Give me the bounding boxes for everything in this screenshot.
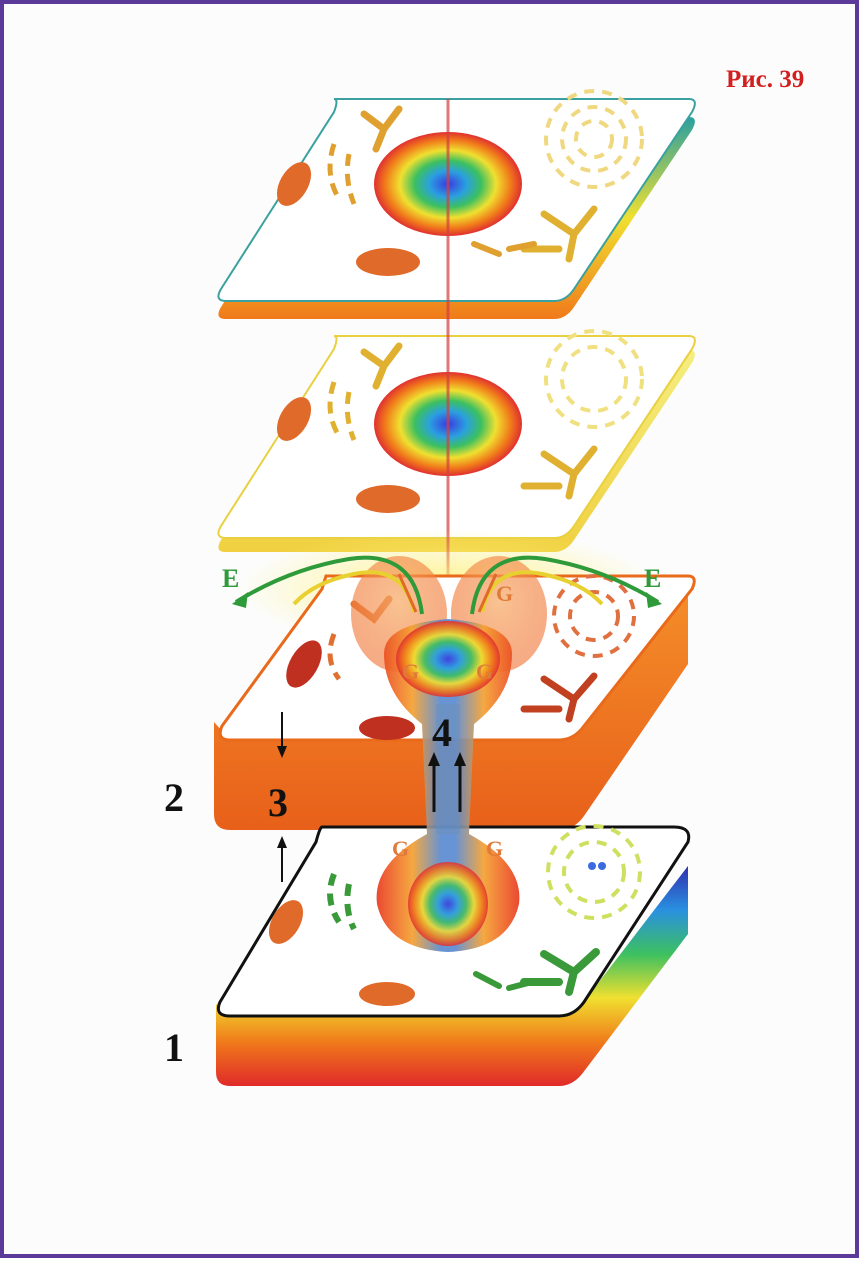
- cell-layers-diagram: E E G G G G G: [4, 4, 859, 1262]
- label-thickness: 3: [268, 779, 288, 826]
- label-channel: 4: [432, 709, 452, 756]
- flow-label-g-low-left: G: [392, 836, 409, 861]
- flow-label-g-mid-left: G: [402, 659, 419, 684]
- figure-title: Рис. 39: [726, 66, 804, 94]
- top-mitochondrion-bottom: [356, 248, 420, 276]
- second-cell-layer: [218, 331, 694, 552]
- top-cell-layer: [218, 91, 694, 319]
- flow-label-e-right: E: [644, 564, 661, 593]
- flow-label-g-upper: G: [496, 581, 513, 606]
- flow-label-e-left: E: [222, 564, 239, 593]
- label-layer-1: 1: [164, 1024, 184, 1071]
- flow-label-g-low-right: G: [486, 836, 503, 861]
- label-layer-2: 2: [164, 774, 184, 821]
- flow-label-g-mid-right: G: [476, 659, 493, 684]
